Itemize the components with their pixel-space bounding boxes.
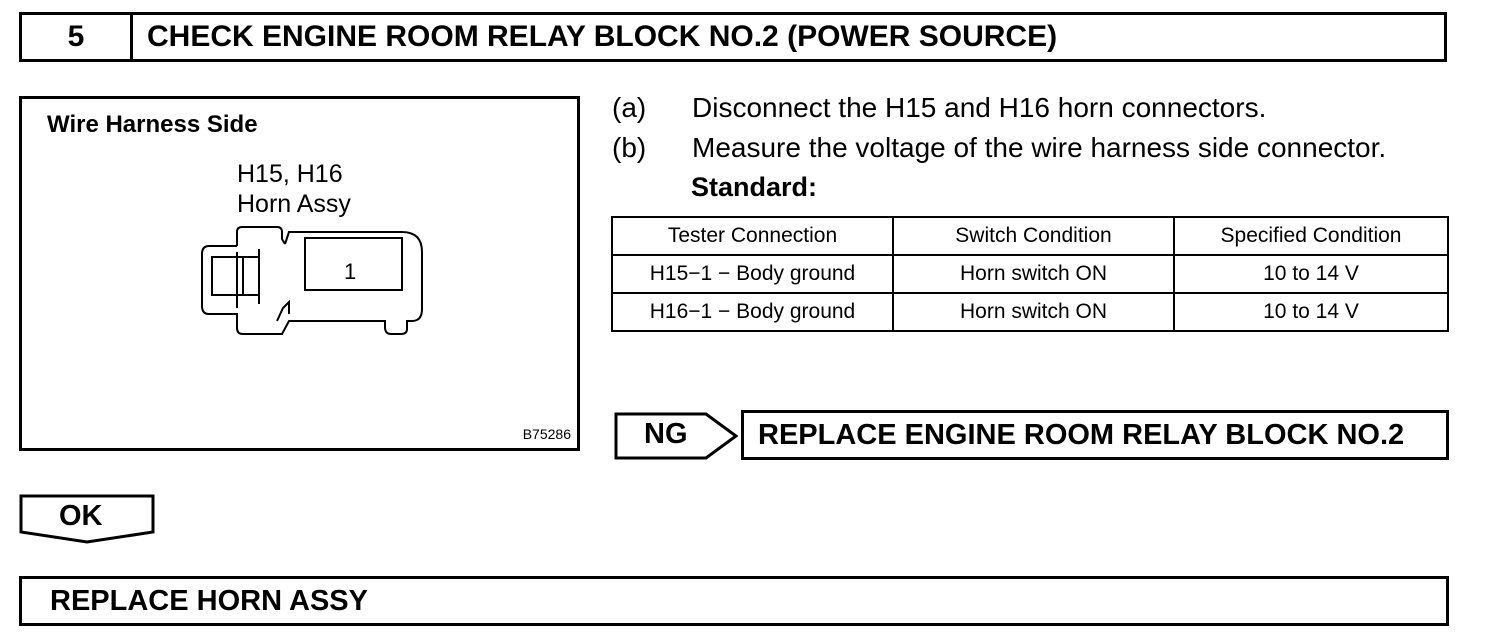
table-cell: Horn switch ON: [892, 254, 1175, 294]
step-number: 5: [22, 15, 133, 59]
table-cell: 10 to 14 V: [1173, 254, 1449, 294]
terminal-number: 1: [344, 259, 357, 284]
instruction-b: (b) Measure the voltage of the wire harn…: [612, 132, 1492, 166]
instruction-a: (a) Disconnect the H15 and H16 horn conn…: [612, 92, 1472, 126]
standard-label: Standard:: [691, 172, 818, 202]
ng-label: NG: [644, 418, 688, 450]
instruction-label: (a): [612, 92, 647, 123]
connector-label: H15, H16 Horn Assy: [237, 159, 351, 219]
figure-code: B75286: [522, 426, 571, 442]
table-cell: 10 to 14 V: [1173, 292, 1449, 332]
table-row: H15−1 − Body ground Horn switch ON 10 to…: [611, 254, 1449, 294]
instruction-label: (b): [612, 132, 647, 163]
spec-table: Tester Connection Switch Condition Speci…: [611, 216, 1449, 332]
ng-action-box: REPLACE ENGINE ROOM RELAY BLOCK NO.2: [741, 410, 1449, 460]
table-cell: H16−1 − Body ground: [611, 292, 894, 332]
instruction-text: Disconnect the H15 and H16 horn connecto…: [692, 92, 1267, 123]
column-header: Switch Condition: [892, 216, 1175, 256]
connector-diagram-icon: [201, 226, 423, 335]
connector-name: Horn Assy: [237, 190, 351, 218]
illustration-title: Wire Harness Side: [47, 111, 258, 138]
ok-label: OK: [59, 500, 103, 532]
column-header: Specified Condition: [1173, 216, 1449, 256]
connector-illustration: Wire Harness Side H15, H16 Horn Assy 1 B…: [19, 96, 580, 451]
column-header: Tester Connection: [611, 216, 894, 256]
table-cell: H15−1 − Body ground: [611, 254, 894, 294]
ok-result-box: OK: [19, 494, 155, 544]
table-cell: Horn switch ON: [892, 292, 1175, 332]
step-title: CHECK ENGINE ROOM RELAY BLOCK NO.2 (POWE…: [147, 20, 1058, 53]
connector-id: H15, H16: [237, 160, 343, 188]
instruction-text: Measure the voltage of the wire harness …: [692, 132, 1387, 163]
table-header-row: Tester Connection Switch Condition Speci…: [611, 216, 1449, 256]
ok-action-box: REPLACE HORN ASSY: [19, 576, 1449, 626]
ng-arrow-icon: [614, 412, 738, 460]
table-row: H16−1 − Body ground Horn switch ON 10 to…: [611, 292, 1449, 332]
step-header: 5 CHECK ENGINE ROOM RELAY BLOCK NO.2 (PO…: [19, 12, 1447, 62]
ok-arrow-icon: [19, 494, 155, 544]
ng-result-box: NG: [614, 412, 738, 460]
